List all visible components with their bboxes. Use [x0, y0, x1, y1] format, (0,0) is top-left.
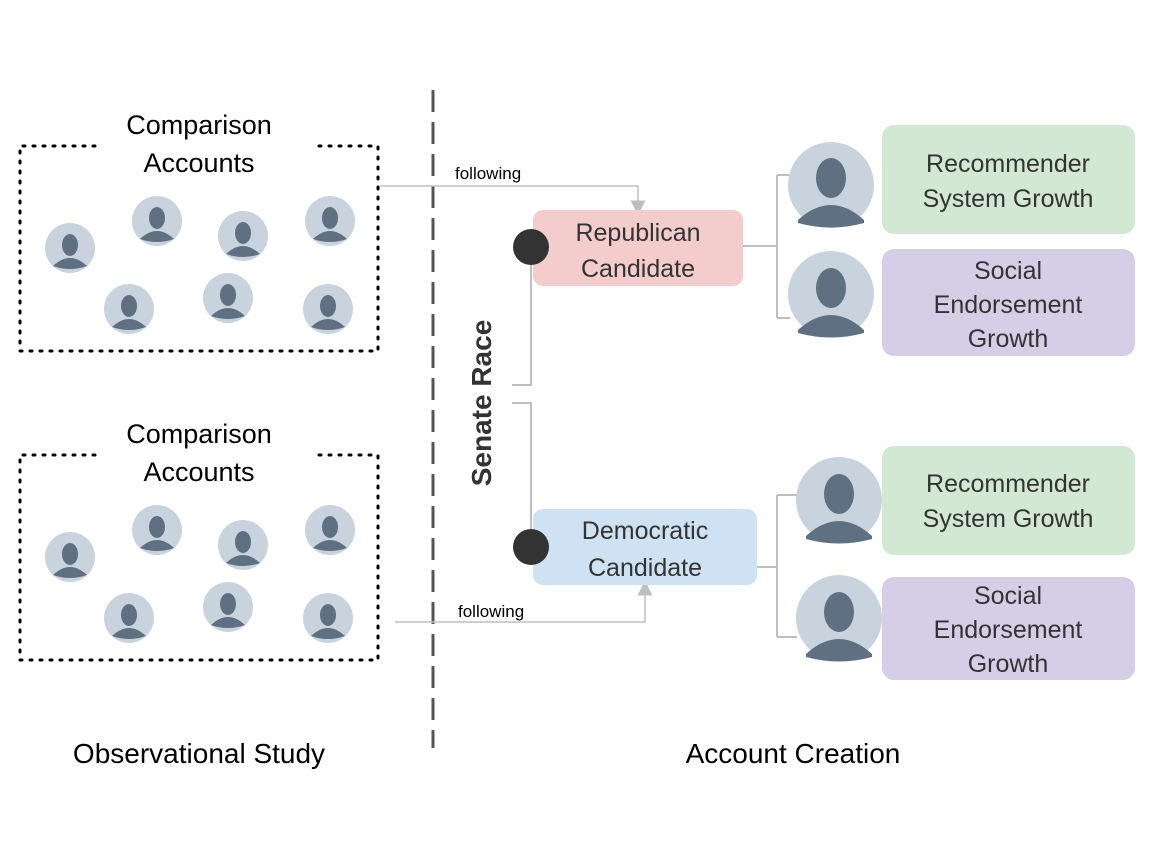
democratic-endorsement-line1: Social: [974, 582, 1042, 610]
republican-endorsement-box: Social Endorsement Growth: [882, 249, 1135, 356]
democratic-endorsement-avatar: [796, 575, 882, 662]
comparison-group-1-avatars: [45, 196, 355, 334]
account-avatar-icon: [132, 196, 182, 246]
democratic-recommender-box: Recommender System Growth: [882, 446, 1135, 555]
republican-endorsement-avatar: [788, 251, 874, 338]
democratic-candidate-label-line1: Democratic: [582, 517, 708, 545]
democratic-candidate-label-line2: Candidate: [588, 554, 702, 582]
account-avatar-icon: [305, 196, 355, 246]
democratic-endorsement-line3: Growth: [968, 650, 1049, 678]
comparison-group-1-title-line2: Accounts: [143, 148, 254, 178]
republican-candidate-box: [533, 210, 743, 286]
republican-recommender-box: Recommender System Growth: [882, 125, 1135, 234]
following-arrow-democratic: [395, 580, 653, 623]
observational-study-label: Observational Study: [73, 738, 325, 769]
republican-recommender-line2: System Growth: [923, 185, 1094, 213]
comparison-group-2-title-line2: Accounts: [143, 457, 254, 487]
democratic-recommender-line2: System Growth: [923, 505, 1094, 533]
account-avatar-icon: [305, 505, 355, 555]
senate-race-label: Senate Race: [466, 320, 497, 487]
account-avatar-icon: [203, 273, 253, 323]
republican-recommender-avatar: [788, 142, 874, 228]
account-avatar-icon: [45, 532, 95, 582]
account-avatar-icon: [104, 284, 154, 334]
democratic-recommender-line1: Recommender: [926, 470, 1090, 498]
democratic-candidate-box: [533, 509, 757, 585]
account-avatar-icon: [203, 582, 253, 632]
senate-race-bracket: [512, 247, 532, 547]
following-arrow-republican: [380, 185, 646, 216]
comparison-group-2: Comparison Accounts: [18, 419, 380, 662]
republican-branch-connector: [743, 174, 790, 319]
republican-endorsement-line2: Endorsement: [934, 291, 1083, 319]
republican-endorsement-line3: Growth: [968, 325, 1049, 353]
republican-candidate-label-line2: Candidate: [581, 255, 695, 283]
account-avatar-icon: [303, 593, 353, 643]
democratic-recommender-avatar: [796, 457, 882, 544]
comparison-group-2-avatars: [45, 505, 355, 643]
account-avatar-icon: [132, 505, 182, 555]
account-creation-label: Account Creation: [686, 738, 901, 769]
account-avatar-icon: [45, 223, 95, 273]
account-avatar-icon: [218, 520, 268, 570]
comparison-group-2-border: [18, 453, 380, 662]
republican-endorsement-line1: Social: [974, 257, 1042, 285]
democratic-candidate-dot: [513, 529, 549, 565]
democratic-branch-connector: [757, 494, 797, 638]
comparison-group-2-title-line1: Comparison: [126, 419, 272, 449]
comparison-group-1-title-line1: Comparison: [126, 110, 272, 140]
republican-candidate-dot: [513, 229, 549, 265]
account-avatar-icon: [303, 284, 353, 334]
democratic-candidate: Democratic Candidate: [513, 509, 757, 585]
republican-candidate-label-line1: Republican: [575, 219, 700, 247]
account-avatar-icon: [218, 211, 268, 261]
republican-recommender-line1: Recommender: [926, 150, 1090, 178]
democratic-endorsement-box: Social Endorsement Growth: [882, 577, 1135, 680]
republican-candidate: Republican Candidate: [513, 210, 743, 286]
democratic-endorsement-line2: Endorsement: [934, 616, 1083, 644]
account-avatar-icon: [104, 593, 154, 643]
following-label-democratic: following: [458, 602, 524, 621]
following-label-republican: following: [455, 164, 521, 183]
comparison-group-1-border: [18, 144, 380, 353]
comparison-group-1: Comparison Accounts: [18, 110, 380, 353]
